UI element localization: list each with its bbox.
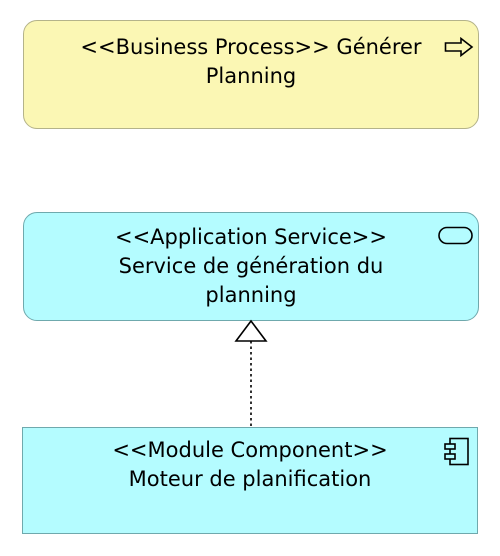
module-component-stereotype: <<Module Component>> [112,438,388,462]
component-icon [444,437,469,466]
application-service-node[interactable]: <<Application Service>> Service de génér… [23,212,479,321]
business-process-label-line2: Planning [205,64,297,88]
module-component-name: Moteur de planification [128,467,372,491]
application-service-name-line2: planning [205,283,297,307]
application-service-stereotype: <<Application Service>> [114,225,387,249]
service-pill-icon [438,226,473,245]
business-process-node[interactable]: <<Business Process>> Générer Planning [23,20,479,129]
process-arrow-icon [444,37,474,57]
module-component-node[interactable]: <<Module Component>> Moteur de planifica… [22,427,478,534]
realization-hollow-triangle [234,319,268,342]
application-service-name-line1: Service de génération du [118,254,384,278]
business-process-label-line1: <<Business Process>> Générer [80,35,422,59]
